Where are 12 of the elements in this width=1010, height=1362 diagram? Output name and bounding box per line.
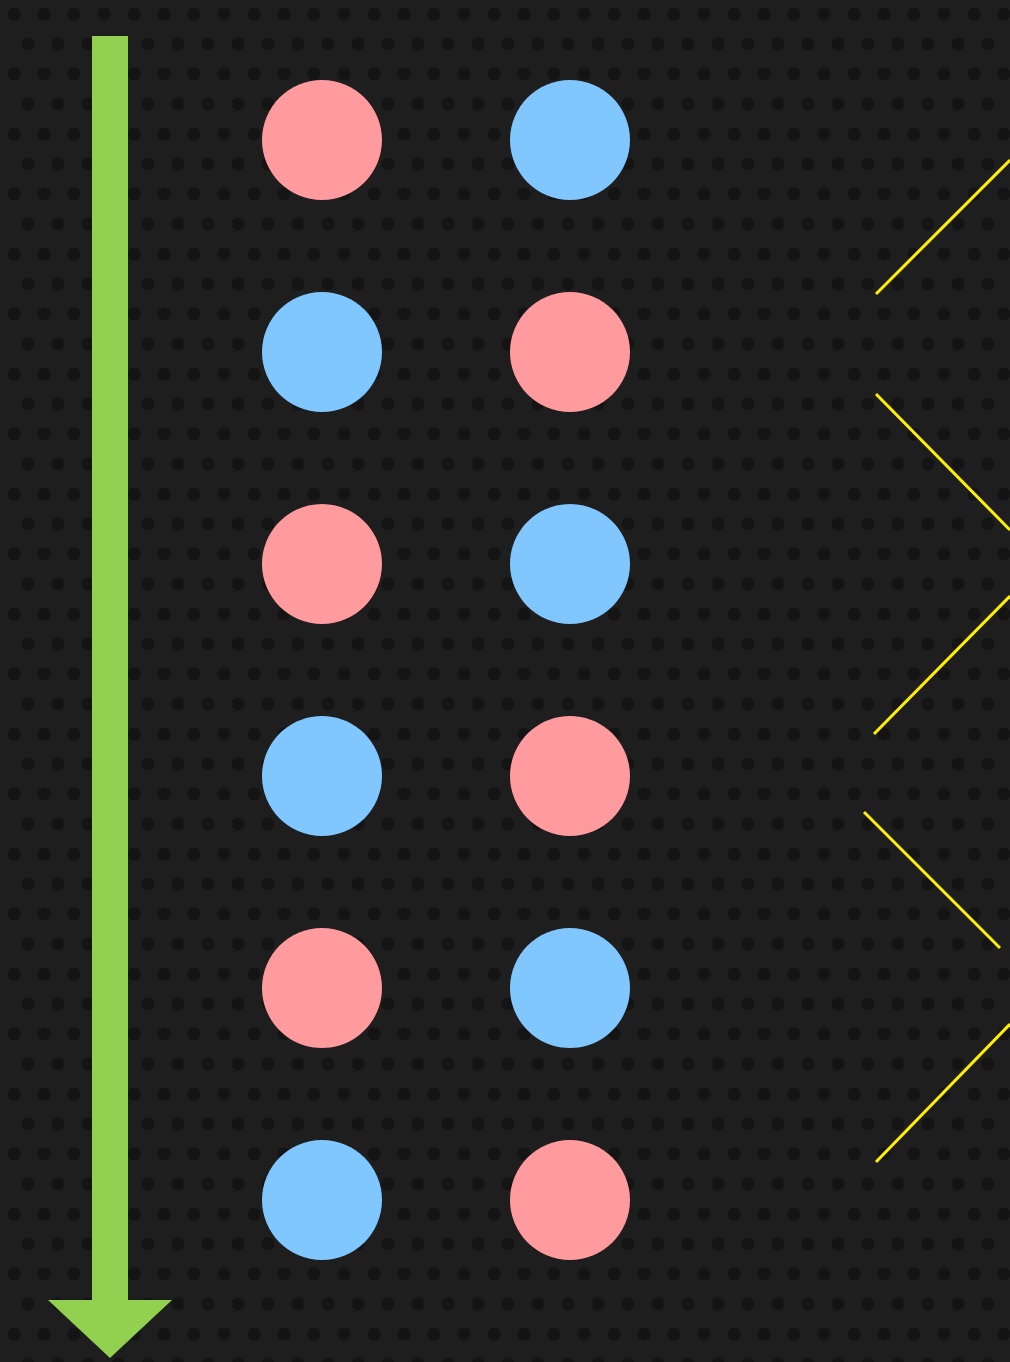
circle (510, 80, 630, 200)
circle (262, 80, 382, 200)
circle (510, 928, 630, 1048)
circle (262, 292, 382, 412)
circle (262, 716, 382, 836)
circle (262, 928, 382, 1048)
circle (510, 1140, 630, 1260)
circle (262, 1140, 382, 1260)
circle (510, 292, 630, 412)
circle (510, 504, 630, 624)
circle (510, 716, 630, 836)
circle (262, 504, 382, 624)
